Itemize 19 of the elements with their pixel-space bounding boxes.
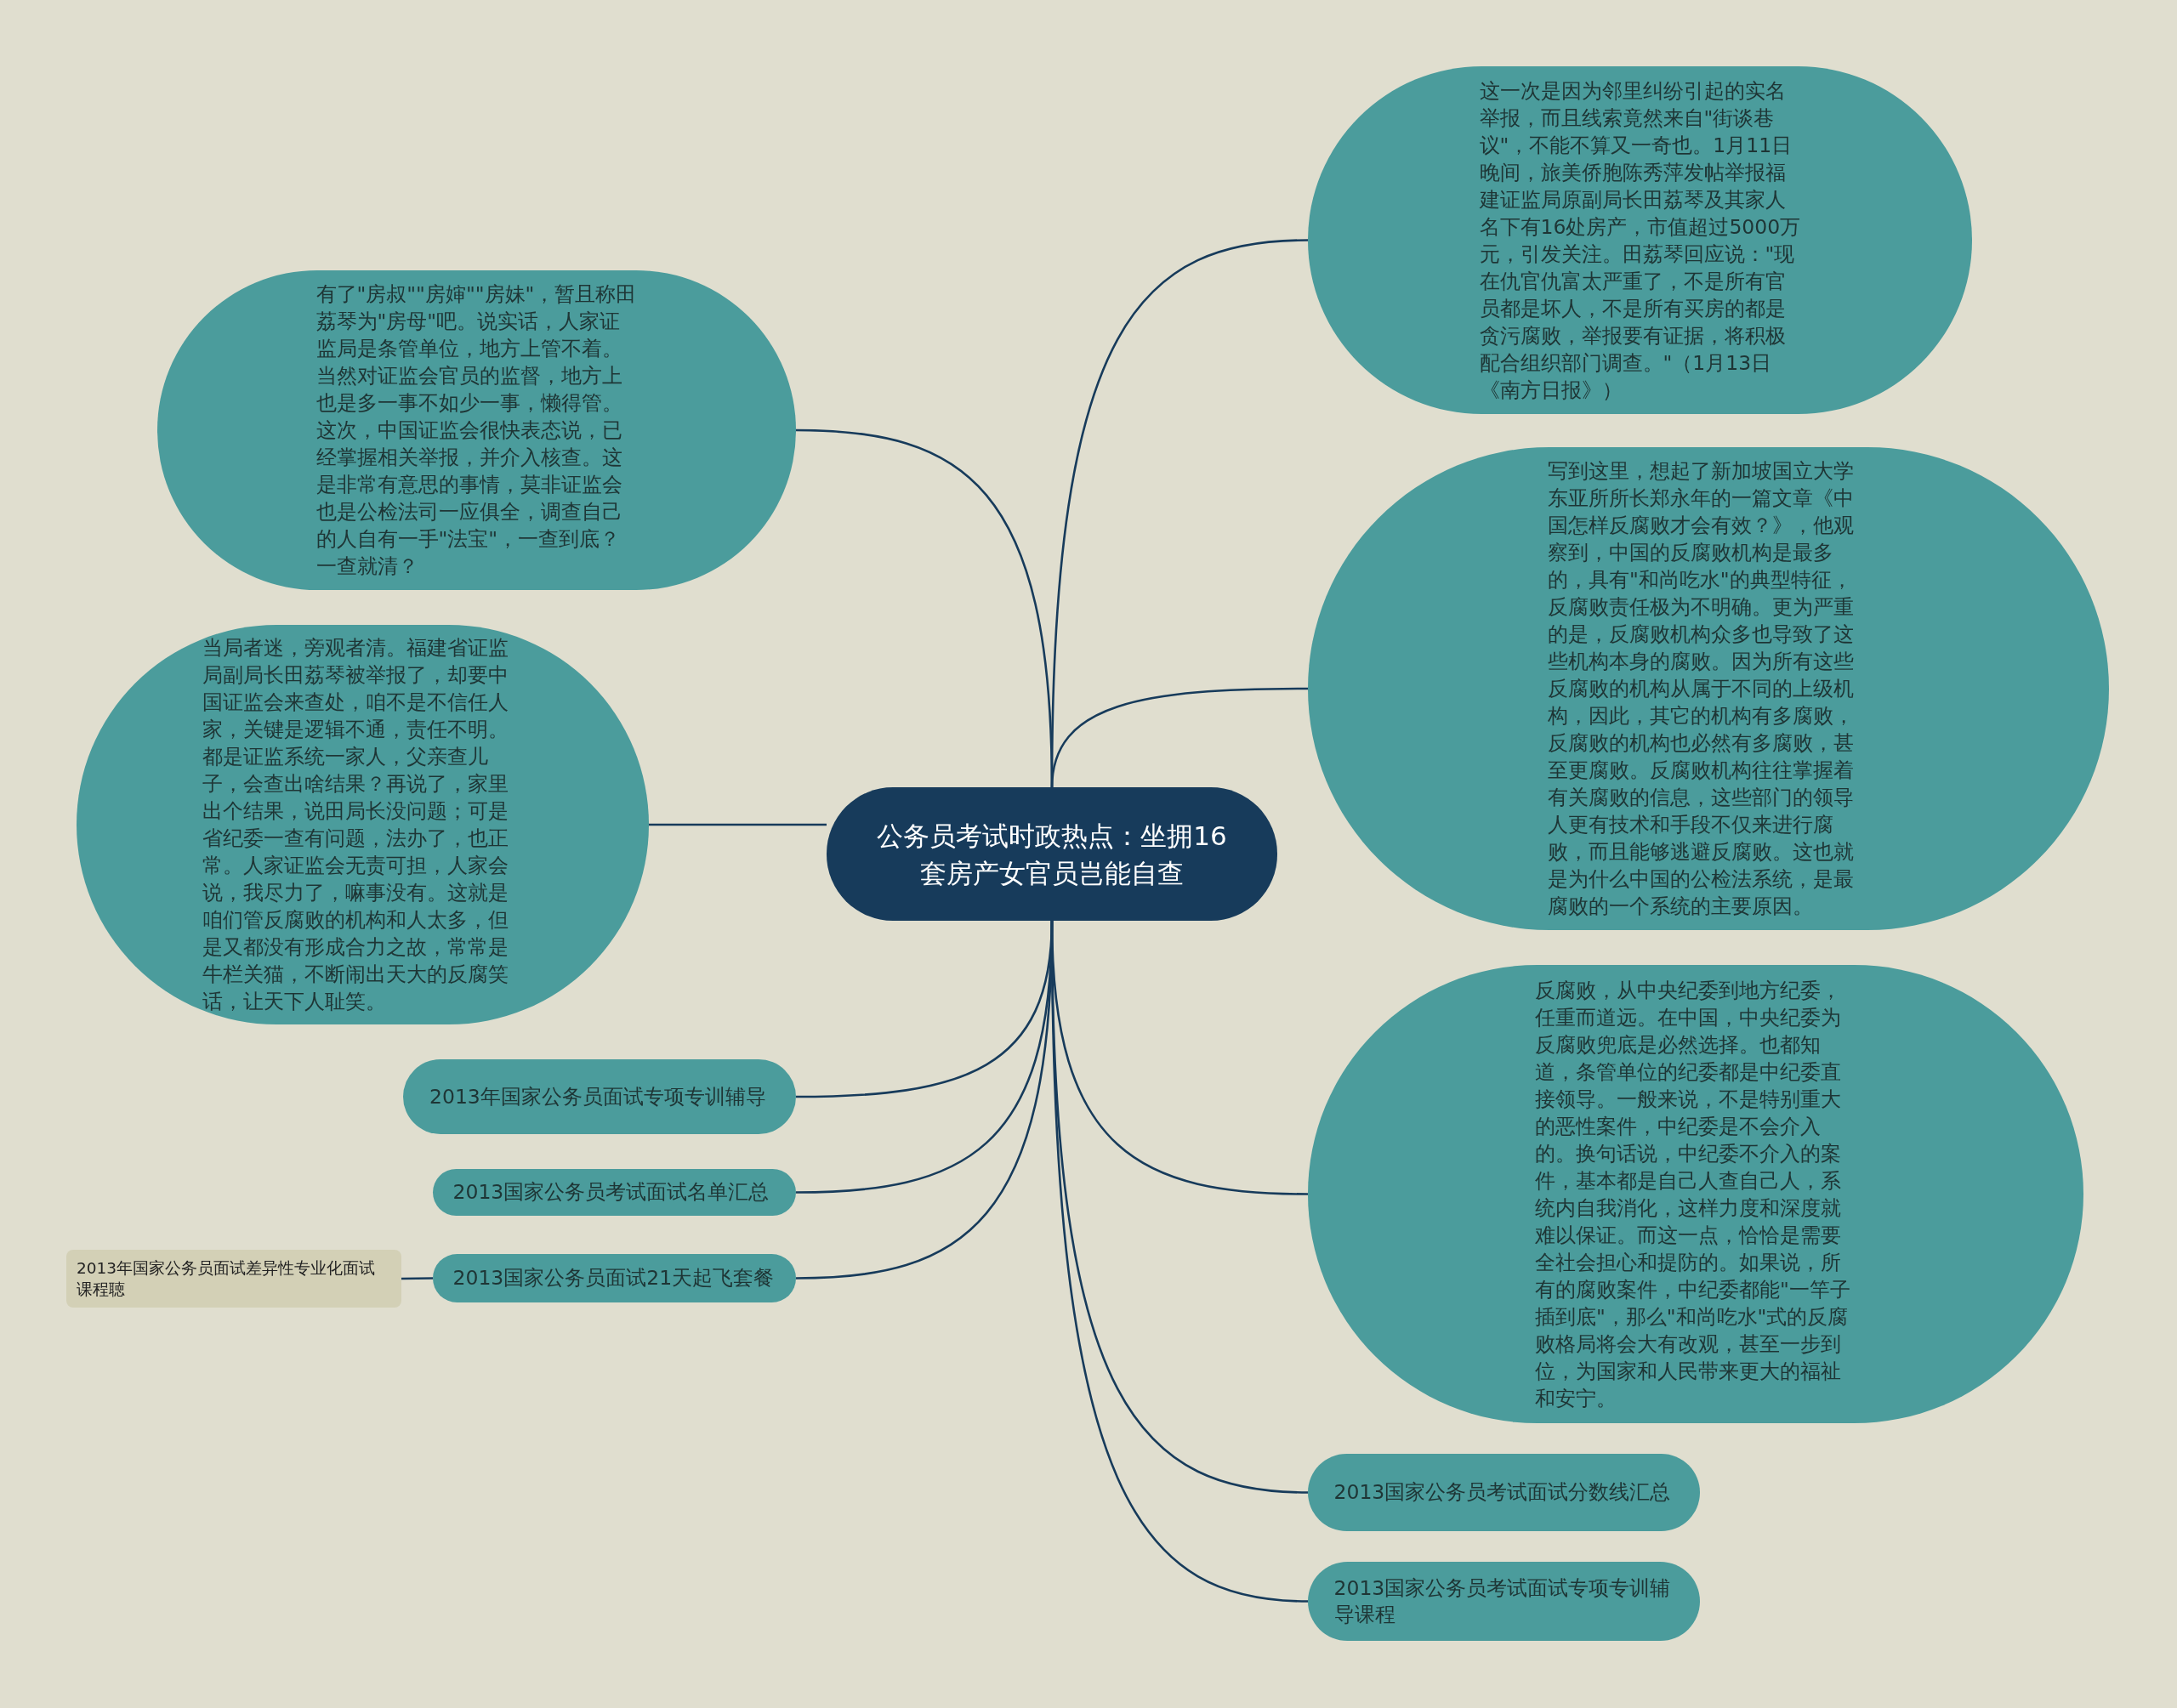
topic-text: 当局者迷，旁观者清。福建省证监局副局长田荔琴被举报了，却要中国证监会来查处，咱不是不信任人家，关键是逻辑不通，责任不明。都是证监系统一家人，父亲查儿子，会查出啥结果？再说了，家里出个结果，说田局长没问题；可是省纪委一查有问题，法办了，也正常。人家证监会无责可担，人家会说，我尽力了，嘛事没有。这就是咱们管反腐败的机构和人太多，但是又都没有形成合力之故，常常是牛栏关猫，不断闹出天大的反腐笑话，让天下人耻笑。 <box>202 635 509 1015</box>
topic-pill <box>433 1169 796 1216</box>
topic-text: 2013年国家公务员面试专项专训辅导 <box>429 1083 767 1110</box>
topic-text: 2013国家公务员考试面试专项专训辅导课程 <box>1333 1575 1672 1628</box>
connector-line <box>795 919 1054 1280</box>
title-text: 公务员考试时政热点：坐拥16套房产女官员岂能自查 <box>876 819 1228 890</box>
topic-text: 2013国家公务员考试面试名单汇总 <box>452 1179 770 1206</box>
connector-line <box>649 823 827 826</box>
topic-text: 反腐败，从中央纪委到地方纪委，任重而道远。在中国，中央纪委为反腐败兜底是必然选择。也都知道，条管单位的纪委都是中纪委直接领导。一般来说，不是特别重大的恶性案件，中纪委是不会介入的。换句话说，中纪委不介入的案件，基本都是自己人查自己人，系统内自我消化，这样力度和深度就难以保证。而这一点，恰恰是需要全社会担心和提防的。如果说，所有的腐败案件，中纪委都能"一竿子插到底"，那么"和尚吃水"式的反腐败格局将会大有改观，甚至一步到位，为国家和人民带来更大的福祉和安宁。 <box>1535 977 1851 1412</box>
topic-text: 2013国家公务员考试面试分数线汇总 <box>1333 1479 1672 1506</box>
topic-text: 有了"房叔""房婶""房妹"，暂且称田荔琴为"房母"吧。说实话，人家证监局是条管单位，地方上管不着。当然对证监会官员的监督，地方上也是多一事不如少一事，懒得管。这次，中国证监会很快表态说，已经掌握相关举报，并介入核查。这是非常有意思的事情，莫非证监会也是公检法司一应俱全，调查自己的人自有一手"法宝"，一查到底？一查就清？ <box>315 281 638 580</box>
topic-pill <box>433 1254 796 1302</box>
topic-text: 写到这里，想起了新加坡国立大学东亚所所长郑永年的一篇文章《中国怎样反腐败才会有效？》，他观察到，中国的反腐败机构是最多的，具有"和尚吃水"的典型特征，反腐败责任极为不明确。更为严重的是，反腐败机构众多也导致了这些机构本身的腐败。因为所有这些反腐败的机构从属于不同的上级机构，因此，其它的机构有多腐败，反腐败的机构也必然有多腐败，甚至更腐败。反腐败机构往往掌握着有关腐败的信息，这些部门的领导人更有技术和手段不仅来进行腐败，而且能够逃避反腐败。这也就是为什么中国的公检法系统，是最腐败的一个系统的主要原因。 <box>1548 458 1855 920</box>
sub-topic-box <box>66 1250 401 1308</box>
topic-text: 2013国家公务员面试21天起飞套餐 <box>452 1265 776 1291</box>
topic-text: 这一次是因为邻里纠纷引起的实名举报，而且线索竟然来自"街谈巷议"，不能不算又一奇也。1月11日晚间，旅美侨胞陈秀萍发帖举报福建证监局原副局长田荔琴及其家人名下有16处房产，市值超过5000万元，引发关注。田荔琴回应说："现在仇官仇富太严重了，不是所有官员都是坏人，不是所有买房的都是贪污腐败，举报要有证据，将积极配合组织部门调查。"（1月13日《南方日报》） <box>1479 77 1801 404</box>
connector-line <box>401 1277 433 1280</box>
topic-text: 2013年国家公务员面试差异性专业化面试课程聴 <box>77 1258 377 1300</box>
connector-line <box>795 428 1054 789</box>
